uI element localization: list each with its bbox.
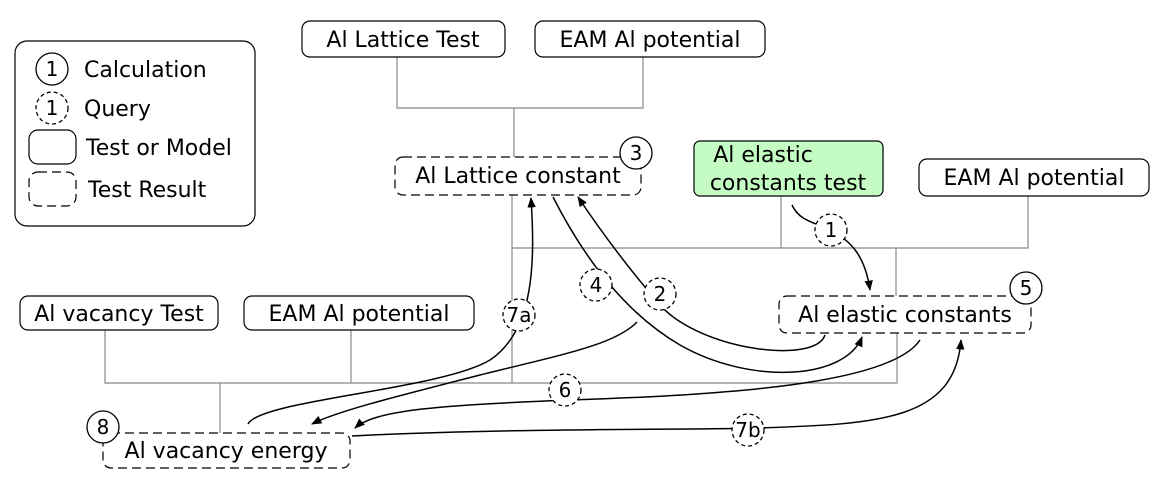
step-2-query-marker: 2 xyxy=(643,277,677,311)
legend: 1 Calculation 1 Query Test or Model Test… xyxy=(14,40,256,227)
al-elastic-constants-test-label-1: Al elastic xyxy=(713,143,813,168)
workflow-arrows xyxy=(247,196,965,437)
node-eam-al-potential-right[interactable]: EAM Al potential xyxy=(918,158,1150,197)
arrow-step-2 xyxy=(577,196,826,352)
al-elastic-constants-test-label-2: constants test xyxy=(710,171,867,196)
svg-text:4: 4 xyxy=(590,273,603,297)
arrow-step-7a xyxy=(247,196,536,425)
al-lattice-constant-label: Al Lattice constant xyxy=(415,164,621,189)
svg-text:2: 2 xyxy=(654,282,667,306)
legend-calculation-label: Calculation xyxy=(84,58,207,83)
al-lattice-test-label: Al Lattice Test xyxy=(326,28,480,53)
legend-calculation-circle xyxy=(35,52,69,86)
arrow-step-4 xyxy=(552,196,863,374)
arrow-step-7b xyxy=(351,338,965,437)
node-al-elastic-constants[interactable]: Al elastic constants xyxy=(778,295,1032,334)
node-al-vacancy-test[interactable]: Al vacancy Test xyxy=(19,295,219,331)
legend-query-circle xyxy=(35,91,69,125)
step-5-calculation-marker: 5 xyxy=(1009,271,1043,305)
legend-query-number: 1 xyxy=(46,96,59,120)
svg-text:8: 8 xyxy=(97,415,110,439)
svg-text:6: 6 xyxy=(559,378,572,402)
step-7b-query-marker: 7b xyxy=(731,413,765,447)
legend-test-result-label: Test Result xyxy=(87,178,207,203)
legend-calculation-number: 1 xyxy=(46,57,59,81)
node-al-lattice-test[interactable]: Al Lattice Test xyxy=(301,20,506,58)
al-vacancy-energy-label: Al vacancy energy xyxy=(125,439,328,464)
step-markers: 1 2 3 4 5 6 7a 7b xyxy=(86,136,1043,447)
node-eam-al-potential-top[interactable]: EAM Al potential xyxy=(534,20,766,58)
svg-text:1: 1 xyxy=(825,218,838,242)
svg-text:7b: 7b xyxy=(735,418,760,442)
node-al-vacancy-energy[interactable]: Al vacancy energy xyxy=(102,432,351,469)
step-3-calculation-marker: 3 xyxy=(619,136,653,170)
svg-text:5: 5 xyxy=(1020,276,1033,300)
al-vacancy-test-label: Al vacancy Test xyxy=(34,302,204,327)
legend-query-label: Query xyxy=(84,97,151,122)
eam-al-potential-top-label: EAM Al potential xyxy=(560,28,741,53)
arrow-lattice-to-vacancy xyxy=(311,321,638,425)
node-eam-al-potential-left[interactable]: EAM Al potential xyxy=(243,295,475,331)
legend-test-or-model-label: Test or Model xyxy=(85,136,232,161)
step-1-query-marker: 1 xyxy=(814,213,848,247)
svg-text:7a: 7a xyxy=(507,303,532,327)
eam-al-potential-right-label: EAM Al potential xyxy=(944,166,1125,191)
step-6-query-marker: 6 xyxy=(548,373,582,407)
legend-test-result-shape xyxy=(28,171,77,207)
svg-text:3: 3 xyxy=(630,141,643,165)
arrow-step-6 xyxy=(354,339,921,429)
step-4-query-marker: 4 xyxy=(579,268,613,302)
node-al-elastic-constants-test[interactable]: Al elastic constants test xyxy=(693,140,884,197)
step-7a-query-marker: 7a xyxy=(502,298,536,332)
legend-test-or-model-shape xyxy=(28,129,77,165)
node-al-lattice-constant[interactable]: Al Lattice constant xyxy=(394,156,642,196)
al-elastic-constants-label: Al elastic constants xyxy=(798,303,1012,328)
step-8-calculation-marker: 8 xyxy=(86,410,120,444)
eam-al-potential-left-label: EAM Al potential xyxy=(269,302,450,327)
